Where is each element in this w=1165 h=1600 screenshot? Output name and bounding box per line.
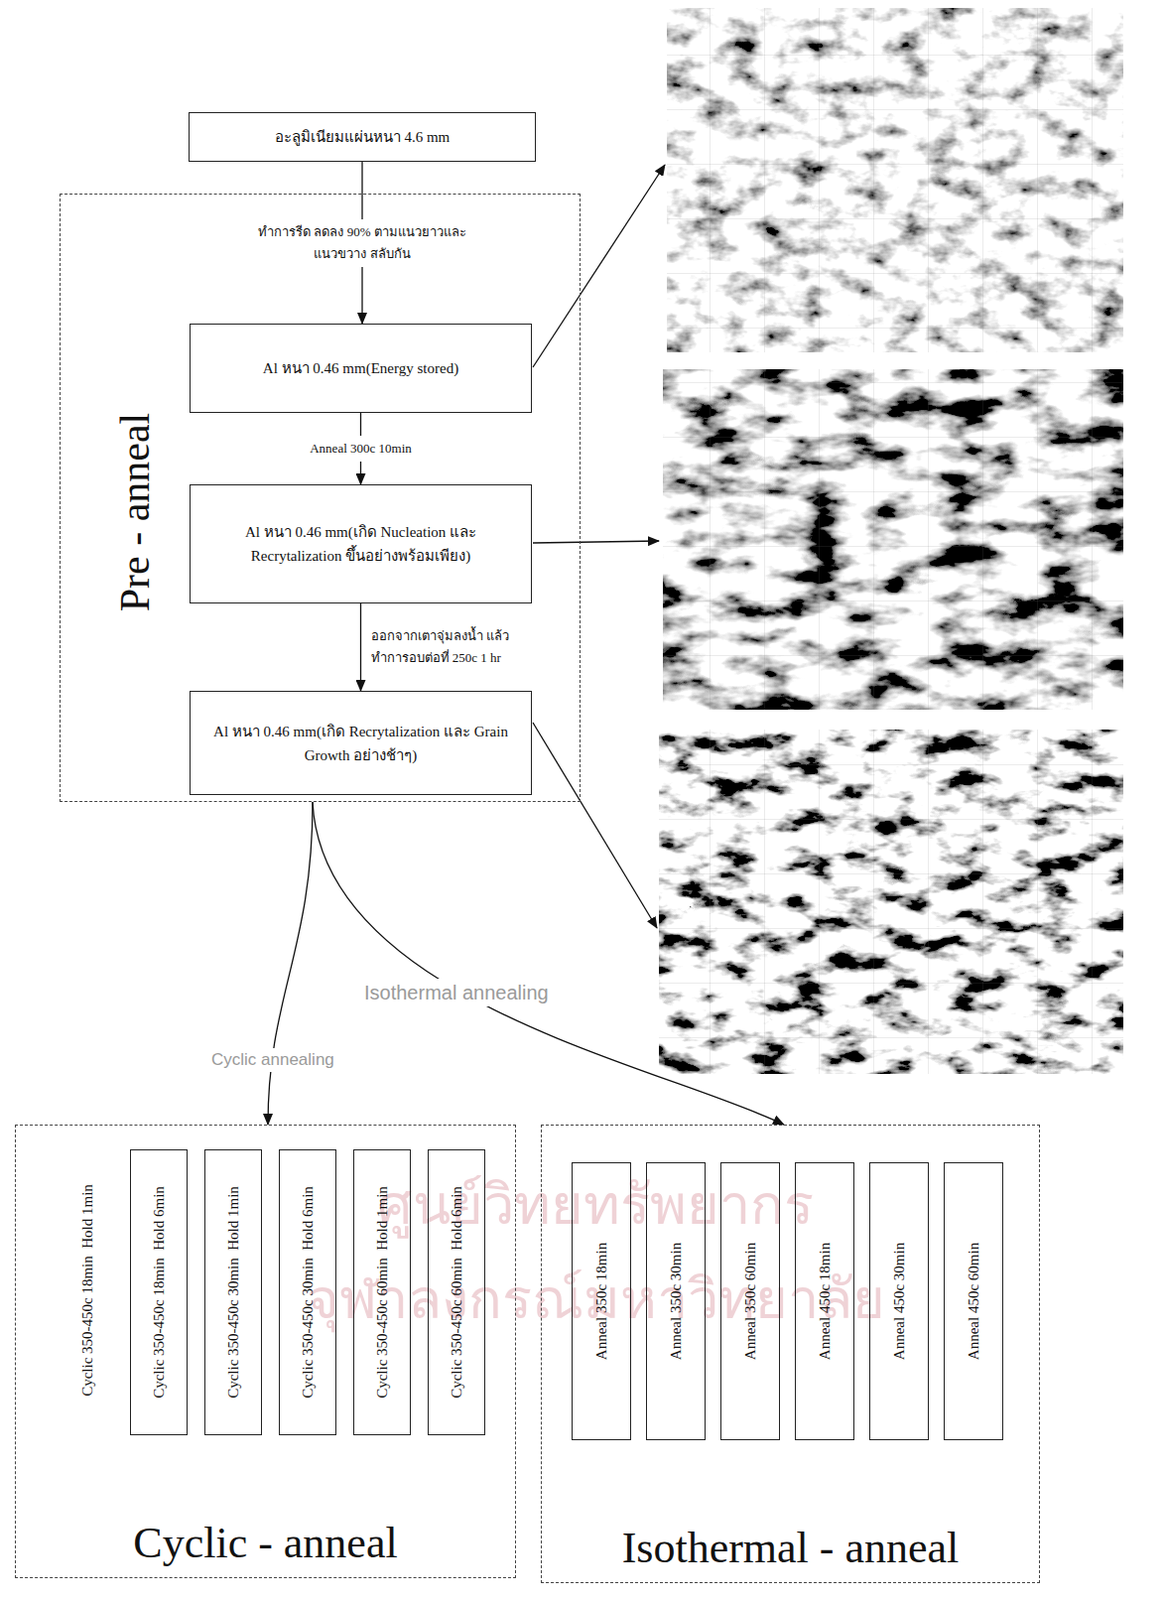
region-box: Pre - anneal Al หนา 0.46 mm(Energy stored… xyxy=(59,193,581,802)
box-text: Al หนา 0.46 mm(เกิด Nucleation และ Recry… xyxy=(202,519,519,568)
edge-label: ทำการรีด ลดลง 90% ตามแนวยาวและแนวขวาง สล… xyxy=(244,219,481,267)
box-text: Cyclic 350-450c 30min Hold 1min xyxy=(224,1185,243,1399)
vertical-box: Anneal 350c 60min xyxy=(720,1162,780,1440)
box-text: อะลูมิเนียมแผ่นหนา 4.6 mm xyxy=(274,125,451,149)
box-text: Anneal 350c 60min xyxy=(741,1242,760,1360)
heading: Isothermal - anneal xyxy=(541,1524,1039,1572)
box-text: Anneal 350c 18min xyxy=(592,1242,611,1360)
vertical-box: Cyclic 350-450c 18min Hold 6min xyxy=(129,1149,188,1435)
vertical-box: Cyclic 350-450c 30min Hold 6min xyxy=(278,1149,337,1435)
process-box: Al หนา 0.46 mm(เกิด Recrytalization และ … xyxy=(189,690,532,795)
connector xyxy=(312,801,784,1125)
connector xyxy=(267,801,313,1125)
region-box: Isothermal - anneal Anneal 350c 18min Anne… xyxy=(540,1124,1040,1583)
edge-label: Cyclic annealing xyxy=(207,1047,339,1072)
vertical-box: Anneal 450c 60min xyxy=(943,1162,1004,1440)
heading: Pre - anneal xyxy=(112,412,158,613)
vertical-box: Anneal 350c 30min xyxy=(646,1162,706,1440)
box-text: Cyclic 350-450c 18min Hold 6min xyxy=(149,1185,168,1399)
vertical-box: Anneal 450c 18min xyxy=(794,1162,855,1440)
process-box: Al หนา 0.46 mm(เกิด Nucleation และ Recry… xyxy=(189,484,532,604)
vertical-box: Cyclic 350-450c 60min Hold 6min xyxy=(427,1149,486,1435)
box-text: Cyclic 350-450c 30min Hold 6min xyxy=(298,1185,317,1399)
box-text: Anneal 350c 30min xyxy=(666,1242,685,1360)
box-text: Al หนา 0.46 mm(Energy stored) xyxy=(262,356,459,381)
box-text: Anneal 450c 30min xyxy=(890,1242,908,1360)
connector xyxy=(360,603,362,691)
vertical-box: Anneal 350c 18min xyxy=(571,1162,632,1440)
watermark-text: ศูนย์วิทยทรัพยากร xyxy=(377,1171,814,1239)
process-box: อะลูมิเนียมแผ่นหนา 4.6 mm xyxy=(188,112,536,162)
edge-label: Isothermal annealing xyxy=(360,978,553,1007)
box-text: Anneal 450c 18min xyxy=(815,1242,834,1360)
note-label: Cyclic 350-450c 18min Hold 1min xyxy=(78,1183,97,1397)
vertical-box: Cyclic 350-450c 30min Hold 1min xyxy=(204,1149,262,1435)
box-text: Cyclic 350-450c 60min Hold 6min xyxy=(447,1185,466,1399)
box-text: Cyclic 350-450c 60min Hold 1min xyxy=(373,1185,391,1399)
heading: Cyclic - anneal xyxy=(15,1519,516,1567)
region-box: Cyclic - anneal Cyclic 350-450c 18min Hol… xyxy=(14,1124,517,1578)
process-box: Al หนา 0.46 mm(Energy stored) xyxy=(189,323,532,413)
box-text: Anneal 450c 60min xyxy=(964,1242,983,1360)
box-text: Al หนา 0.46 mm(เกิด Recrytalization และ … xyxy=(202,719,519,768)
edge-label: ออกจากเตาจุ่มลงน้ำ แล้วทำการอบต่อที่ 250… xyxy=(367,623,544,671)
vertical-box: Cyclic 350-450c 60min Hold 1min xyxy=(353,1149,411,1435)
edge-label: Anneal 300c 10min xyxy=(272,435,450,462)
vertical-box: Anneal 450c 30min xyxy=(869,1162,929,1440)
